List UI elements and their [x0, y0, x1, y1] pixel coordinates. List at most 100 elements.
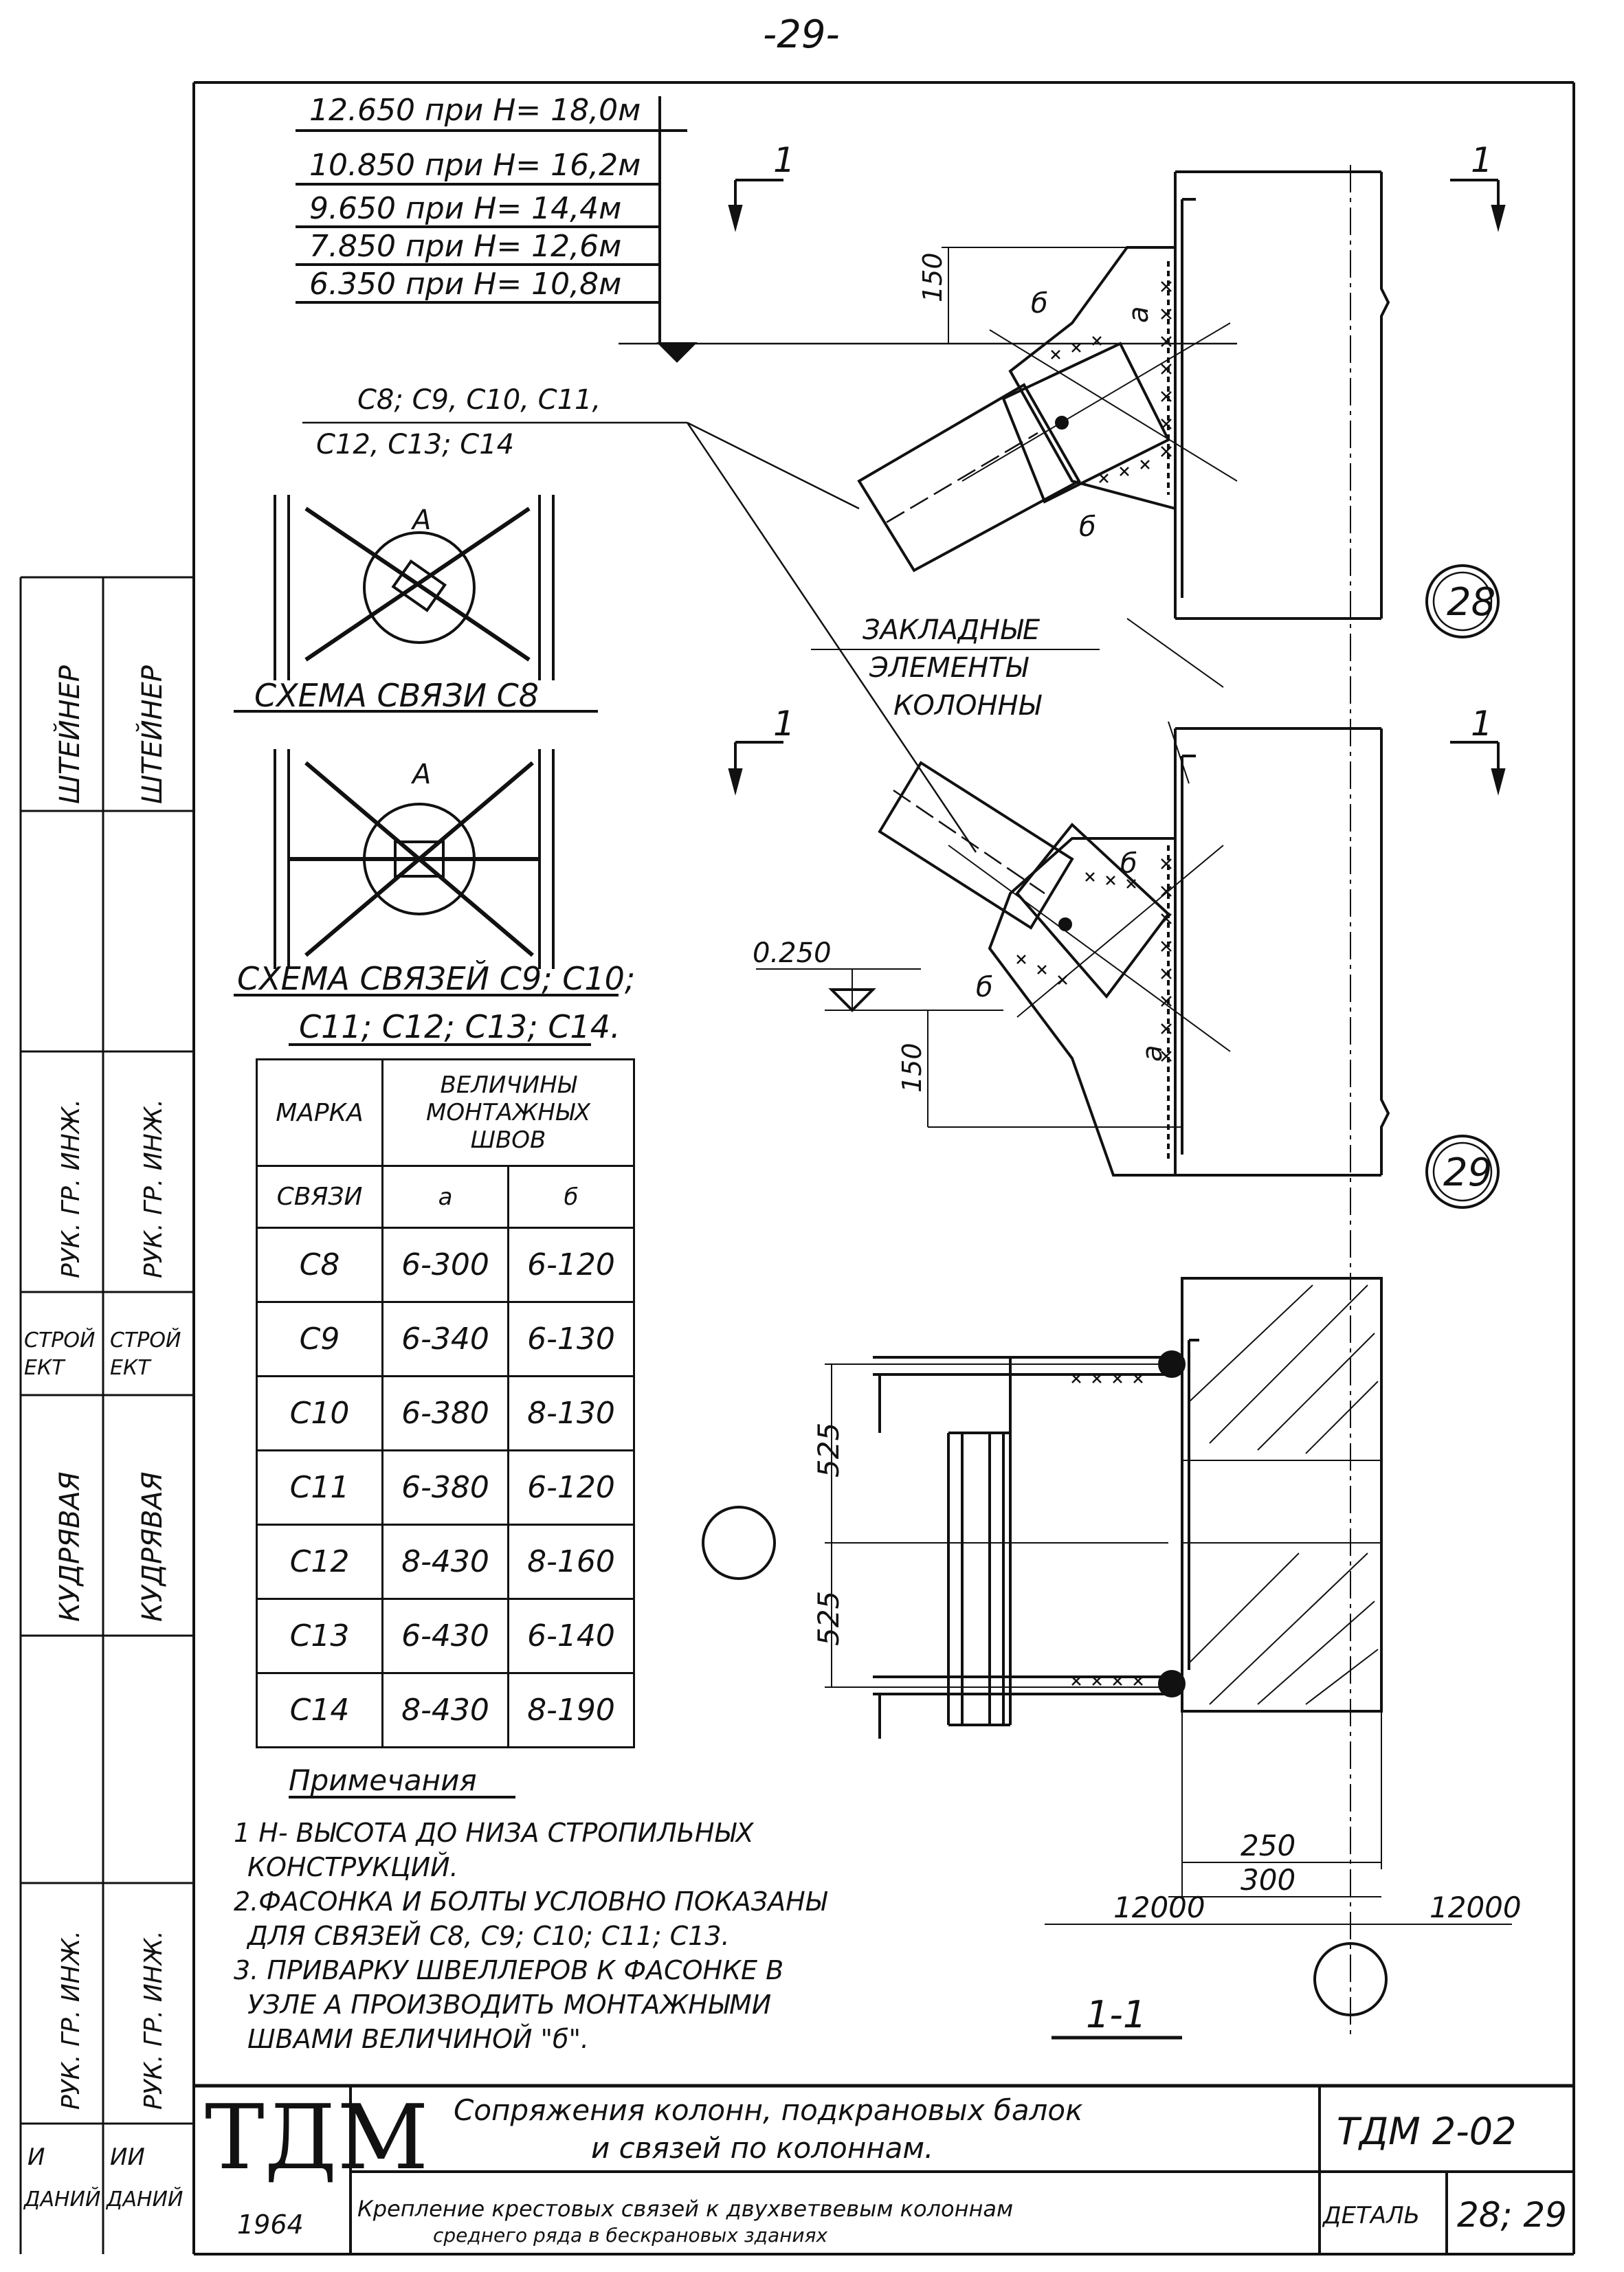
scheme-c9-title-line1: СХЕМА СВЯЗЕЙ С9; С10;: [237, 960, 635, 997]
section-mark-top-left: 1: [773, 140, 795, 180]
title-block-logo: ТДМ: [205, 2085, 429, 2190]
table-cell-b: 6-130: [507, 1301, 635, 1377]
table-row: С10 6-380 8-130: [256, 1375, 635, 1451]
notes-title: Примечания: [289, 1763, 477, 1797]
section-mark-mid-left: 1: [773, 704, 795, 744]
drawing-code: ТДМ 2-02: [1337, 2110, 1516, 2153]
table-cell-a: 8-430: [381, 1672, 509, 1748]
table-cell-a: 6-340: [381, 1301, 509, 1377]
table-cell-b: 8-160: [507, 1524, 635, 1600]
level-3: 9.650 при H= 14,4м: [309, 191, 621, 226]
table-cell-mark: С11: [256, 1449, 383, 1526]
table-cell-b: 6-140: [507, 1598, 635, 1674]
table-header-welds-2: МОНТАЖНЫХ: [426, 1099, 590, 1126]
weld-b-bottom: б: [1120, 848, 1137, 880]
table-cell-a: 6-380: [381, 1375, 509, 1451]
note-line-6: УЗЛЕ А ПРОИЗВОДИТЬ МОНТАЖНЫМИ: [247, 1990, 771, 2020]
dim-150-top: 150: [917, 252, 948, 302]
table-cell-b: 6-120: [507, 1227, 635, 1303]
detail-label: ДЕТАЛЬ: [1322, 2202, 1420, 2229]
stamp-name-1a: ШТЕЙНЕР: [53, 665, 86, 804]
embedded-parts-line1: ЗАКЛАДНЫЕ: [863, 614, 1041, 646]
table-header-a: а: [381, 1165, 509, 1229]
weld-a-bottom: а: [1137, 1045, 1168, 1062]
stamp-org-1a: СТРОЙ: [24, 1328, 95, 1352]
table-cell-mark: С14: [256, 1672, 383, 1748]
scheme-c9-title-line2: С11; С12; С13; С14.: [299, 1008, 621, 1045]
table-row: С11 6-380 6-120: [256, 1449, 635, 1526]
embedded-parts-line3: КОЛОННЫ: [893, 690, 1043, 722]
table-cell-b: 8-130: [507, 1375, 635, 1451]
title-line-1: Сопряжения колонн, подкрановых балок: [454, 2093, 1083, 2127]
stamp-org-2b: ЕКТ: [110, 1356, 152, 1380]
table-row: С12 8-430 8-160: [256, 1524, 635, 1600]
stamp-dept-1b: ИИ: [110, 2143, 145, 2171]
table-row: С13 6-430 6-140: [256, 1598, 635, 1674]
dim-300: 300: [1241, 1863, 1295, 1897]
table-cell-mark: С9: [256, 1301, 383, 1377]
stamp-role-2a: РУК. ГР. ИНЖ.: [57, 1930, 85, 2110]
table-header-b: б: [507, 1165, 635, 1229]
level-0250: 0.250: [753, 937, 832, 969]
table-cell-mark: С8: [256, 1227, 383, 1303]
table-header-mark: МАРКА: [256, 1058, 383, 1167]
weld-size-table: МАРКА ВЕЛИЧИНЫ МОНТАЖНЫХ ШВОВ СВЯЗИ а б …: [256, 1058, 635, 1748]
embedded-parts-line2: ЭЛЕМЕНТЫ: [869, 652, 1030, 684]
weld-b-top: б: [1031, 288, 1048, 320]
stamp-dept-2b: ДАНИЙ: [105, 2187, 183, 2212]
node-a-c9: А: [410, 759, 431, 790]
table-cell-a: 6-380: [381, 1449, 509, 1526]
stamp-role-2b: РУК. ГР. ИНЖ.: [140, 1930, 168, 2110]
note-line-7: ШВАМИ ВЕЛИЧИНОЙ "б".: [247, 2024, 589, 2054]
table-header-welds-1: ВЕЛИЧИНЫ: [440, 1071, 577, 1099]
table-cell-b: 8-190: [507, 1672, 635, 1748]
level-5: 6.350 при H= 10,8м: [309, 267, 621, 302]
table-cell-mark: С13: [256, 1598, 383, 1674]
node-a-c8: А: [410, 504, 431, 536]
table-cell-a: 6-300: [381, 1227, 509, 1303]
table-cell-a: 6-430: [381, 1598, 509, 1674]
table-row: С8 6-300 6-120: [256, 1227, 635, 1303]
table-header-mark-text: МАРКА: [276, 1098, 364, 1127]
dim-525-top: 525: [812, 1423, 845, 1478]
stamp-name-2b: КУДРЯВАЯ: [137, 1471, 168, 1622]
section-mark-mid-right: 1: [1471, 704, 1493, 744]
brace-marks-line1: С8; С9, С10, С11,: [357, 384, 601, 416]
table-row: С9 6-340 6-130: [256, 1301, 635, 1377]
table-row: С14 8-430 8-190: [256, 1672, 635, 1748]
note-line-1: 1 H- ВЫСОТА ДО НИЗА СТРОПИЛЬНЫХ: [234, 1818, 755, 1848]
note-line-3: 2.ФАСОНКА И БОЛТЫ УСЛОВНО ПОКАЗАНЫ: [234, 1886, 828, 1917]
stamp-name-2a: КУДРЯВАЯ: [54, 1471, 86, 1622]
brace-marks-line2: С12, С13; С14: [316, 429, 514, 460]
span-right: 12000: [1430, 1891, 1522, 1924]
stamp-role-1a: РУК. ГР. ИНЖ.: [57, 1099, 85, 1278]
weld-a-top: а: [1123, 306, 1155, 323]
section-1-1-label: 1-1: [1086, 1993, 1146, 2036]
subtitle-line-1: Крепление крестовых связей к двухветвевы…: [357, 2196, 1013, 2222]
detail-28-label: 28: [1447, 580, 1495, 625]
table-cell-mark: С12: [256, 1524, 383, 1600]
stamp-name-1b: ШТЕЙНЕР: [135, 665, 168, 804]
table-header-mark2: СВЯЗИ: [256, 1165, 383, 1229]
section-mark-top-right: 1: [1471, 140, 1493, 180]
dim-525-bottom: 525: [812, 1591, 845, 1646]
detail-29-label: 29: [1443, 1150, 1492, 1195]
detail-numbers: 28; 29: [1457, 2195, 1567, 2235]
level-4: 7.850 при H= 12,6м: [309, 229, 621, 264]
dim-250: 250: [1241, 1829, 1295, 1862]
dim-150-bottom: 150: [897, 1043, 927, 1093]
note-line-5: 3. ПРИВАРКУ ШВЕЛЛЕРОВ К ФАСОНКЕ В: [234, 1955, 783, 1985]
level-1: 12.650 при H= 18,0м: [309, 93, 641, 128]
note-line-2: КОНСТРУКЦИЙ.: [247, 1852, 458, 1882]
title-line-2: и связей по колоннам.: [591, 2131, 933, 2165]
page-number: -29-: [763, 12, 840, 57]
stamp-dept-1a: И: [27, 2143, 45, 2171]
span-left: 12000: [1113, 1891, 1205, 1924]
stamp-org-2a: ЕКТ: [24, 1356, 66, 1380]
weld-b-top2: б: [1079, 511, 1096, 543]
note-line-4: ДЛЯ СВЯЗЕЙ С8, С9; С10; С11; С13.: [246, 1921, 730, 1951]
table-cell-b: 6-120: [507, 1449, 635, 1526]
table-header-welds: ВЕЛИЧИНЫ МОНТАЖНЫХ ШВОВ: [381, 1058, 635, 1167]
stamp-org-1b: СТРОЙ: [110, 1328, 181, 1352]
